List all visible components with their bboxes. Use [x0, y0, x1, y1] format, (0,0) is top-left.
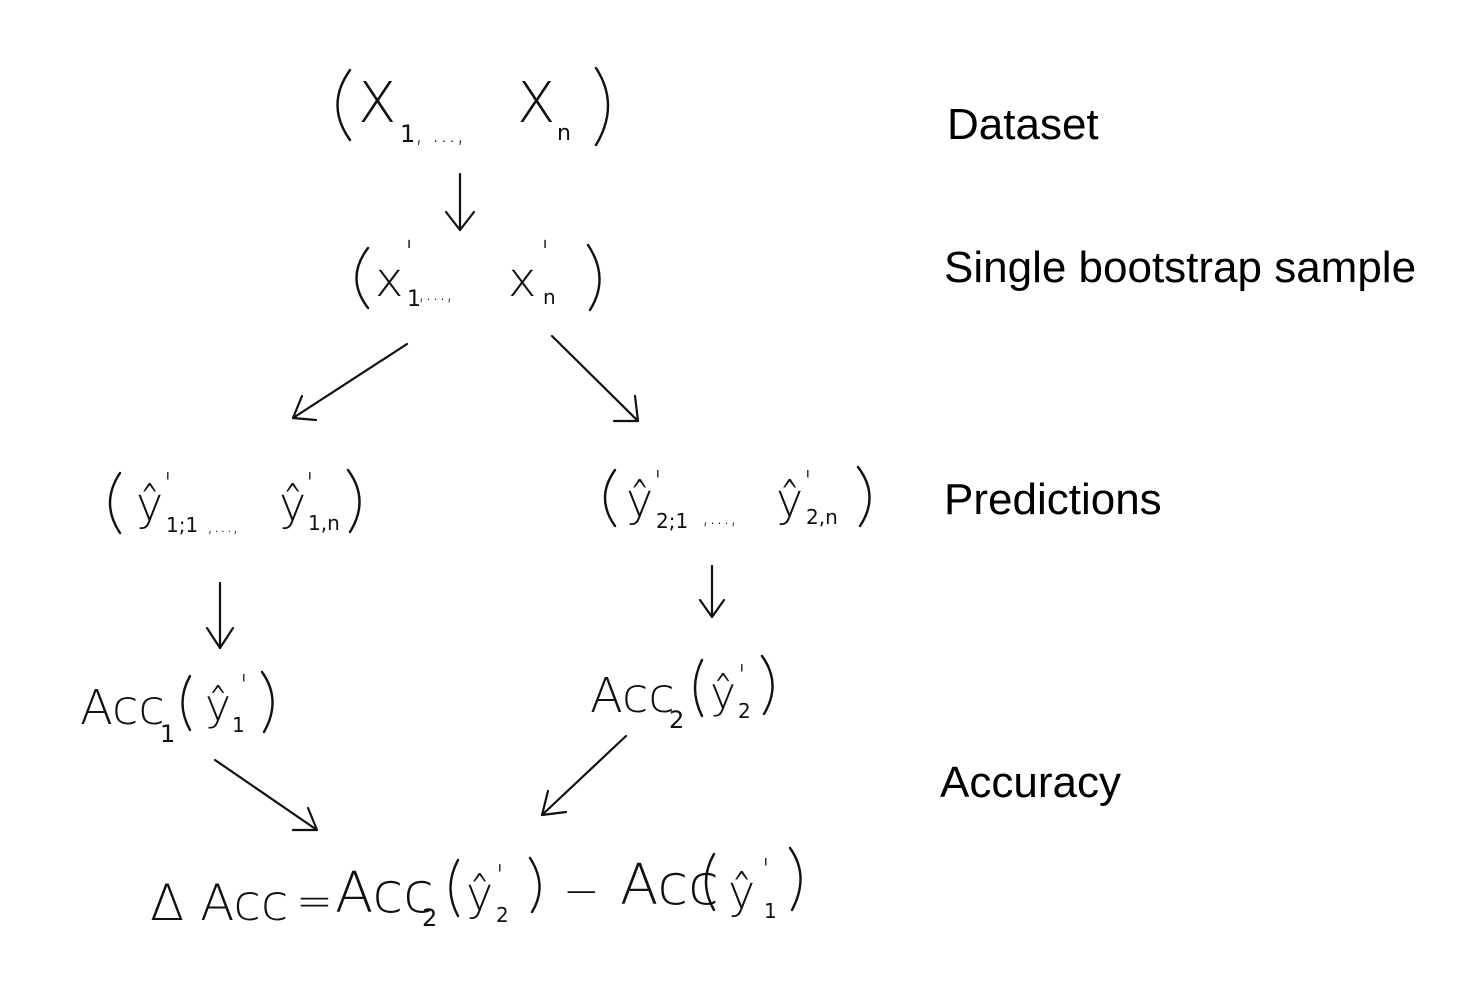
acc2-prime: '	[738, 658, 746, 691]
dataset-var-last: X	[517, 71, 555, 136]
pred1-ellipsis: ,...,	[207, 513, 239, 537]
left-paren	[336, 68, 352, 142]
acc2-arg: ŷ	[710, 668, 736, 719]
delta-term2-right-paren	[788, 846, 802, 912]
delta-minus: −	[563, 866, 600, 917]
bootstrap-var-last: x	[508, 252, 536, 308]
pred2-sub-last: 2,n	[806, 505, 838, 529]
right-paren	[856, 465, 871, 528]
bootstrap-var-first: x	[375, 252, 403, 308]
bootstrap-prime-last: '	[541, 235, 549, 270]
delta-term1-arg: ŷ	[466, 867, 493, 921]
bootstrap-sub-first: 1	[407, 287, 421, 312]
dataset-ellipsis: , ...,	[415, 119, 465, 149]
delta-equals: =	[296, 876, 333, 927]
bootstrap-sub-last: n	[543, 285, 556, 309]
left-paren	[181, 674, 192, 732]
pred2-var-first: ŷ	[626, 473, 653, 527]
prediction-node-1: ŷ ' 1;1 ,..., ŷ ' 1,n	[108, 466, 361, 537]
pred1-sub-first: 1;1	[166, 513, 198, 537]
pred2-sub-first: 2;1	[656, 509, 688, 533]
dataset-var-first: X	[358, 71, 396, 136]
arrow-shaft	[291, 342, 409, 420]
delta-lhs: Δ Acc	[150, 874, 288, 932]
acc2-name-sub: 2	[669, 706, 684, 734]
delta-term2-prime: '	[762, 852, 770, 885]
delta-term1-right-paren	[528, 856, 541, 914]
delta-term1-arg-sub: 2	[496, 903, 509, 927]
delta-term1-name: Acc	[335, 861, 434, 926]
arrow-head	[444, 210, 476, 232]
delta-equation: Δ Acc = Acc 2 ŷ ' 2 − Acc ŷ ' 1	[150, 846, 802, 932]
arrow-head	[612, 394, 640, 423]
pred2-var-last: ŷ	[776, 473, 803, 527]
delta-term2-arg: ŷ	[728, 865, 755, 919]
pred1-prime-first: '	[164, 466, 172, 499]
arrow-bootstrap-to-pred1	[291, 342, 409, 422]
pred1-sub-last: 1,n	[308, 511, 340, 535]
right-paren	[586, 243, 601, 312]
stage-label-dataset: Dataset	[947, 100, 1099, 149]
arrow-pred2-to-acc2	[698, 564, 726, 619]
pred1-var-first: ŷ	[136, 477, 163, 531]
dataset-node: X 1 , ..., X n	[336, 66, 610, 149]
pred1-var-last: ŷ	[279, 477, 306, 531]
pred2-ellipsis: ,...,	[702, 505, 737, 530]
left-paren	[355, 246, 370, 310]
arrow-bootstrap-to-pred2	[550, 334, 640, 423]
stage-label-accuracy: Accuracy	[940, 758, 1121, 807]
left-paren	[603, 468, 617, 528]
right-paren	[760, 654, 774, 716]
delta-term2-left-paren	[704, 852, 716, 912]
acc1-prime: '	[240, 668, 248, 701]
arrow-head	[291, 394, 318, 422]
stage-label-predictions: Predictions	[944, 475, 1162, 524]
dataset-sub-first: 1	[400, 120, 415, 148]
dataset-sub-last: n	[557, 121, 571, 146]
right-paren	[260, 670, 274, 734]
arrow-shaft	[540, 734, 628, 817]
pred2-prime-last: '	[804, 464, 812, 497]
delta-term2-arg-sub: 1	[764, 899, 777, 923]
arrow-acc1-to-delta	[213, 758, 319, 832]
arrow-acc2-to-delta	[540, 734, 628, 817]
accuracy-node-1: Acc 1 ŷ ' 1	[80, 668, 274, 748]
delta-term2-name: Acc	[620, 853, 719, 918]
arrow-shaft	[550, 334, 640, 423]
acc2-name: Acc	[590, 668, 675, 724]
arrow-head	[291, 806, 319, 832]
acc2-arg-sub: 2	[738, 699, 751, 723]
acc1-name-sub: 1	[160, 720, 175, 748]
left-paren	[108, 471, 122, 535]
acc1-arg-sub: 1	[232, 713, 245, 737]
arrow-head	[540, 789, 568, 817]
arrow-dataset-to-bootstrap	[444, 172, 476, 232]
prediction-node-2: ŷ ' 2;1 ,..., ŷ ' 2,n	[603, 464, 871, 533]
right-paren	[594, 66, 610, 147]
accuracy-node-2: Acc 2 ŷ ' 2	[590, 654, 774, 734]
arrow-head	[698, 598, 726, 619]
bootstrap-ellipsis: ,...,	[418, 281, 453, 306]
right-paren	[346, 468, 361, 534]
delta-term1-left-paren	[449, 858, 460, 918]
acc1-name: Acc	[80, 680, 165, 736]
bootstrap-prime-first: '	[405, 235, 413, 270]
delta-term1-prime: '	[496, 858, 504, 891]
arrow-head	[205, 626, 235, 650]
delta-term1-name-sub: 2	[422, 904, 437, 932]
pred1-prime-last: '	[306, 466, 314, 499]
arrow-pred1-to-acc1	[205, 581, 235, 650]
left-paren	[693, 658, 704, 718]
arrow-shaft	[213, 758, 319, 832]
bootstrap-node: x ' 1 ,..., x ' n	[355, 235, 601, 312]
stage-label-bootstrap: Single bootstrap sample	[944, 243, 1417, 292]
pred2-prime-first: '	[654, 464, 662, 497]
acc1-arg: ŷ	[205, 680, 231, 731]
